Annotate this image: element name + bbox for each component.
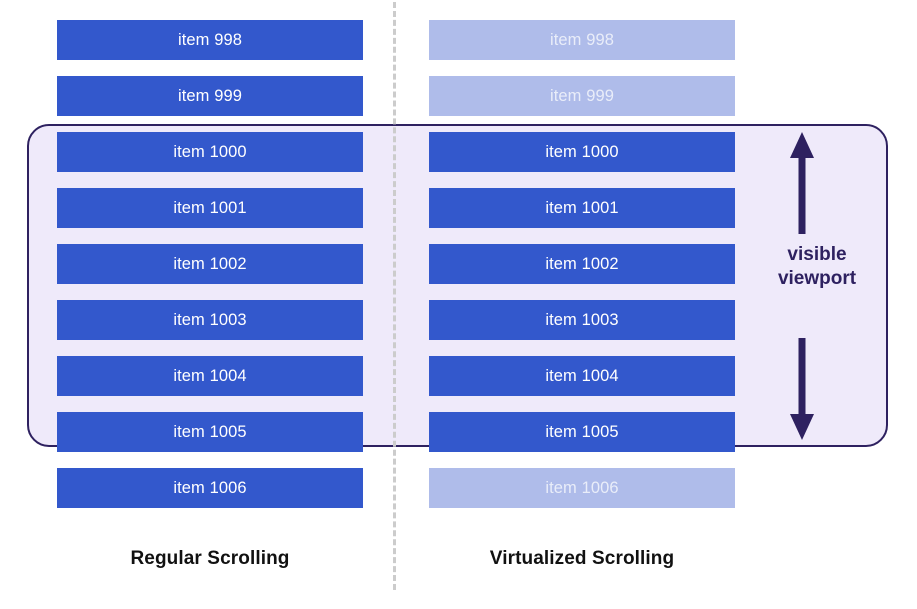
list-item[interactable]: item 1003 <box>429 300 735 340</box>
list-item[interactable]: item 1002 <box>57 244 363 284</box>
caption-regular-scrolling: Regular Scrolling <box>130 548 290 569</box>
list-item[interactable]: item 1002 <box>429 244 735 284</box>
double-headed-vertical-arrow-icon <box>790 132 814 440</box>
caption-virtualized-scrolling: Virtualized Scrolling <box>489 548 675 569</box>
list-item[interactable]: item 998 <box>57 20 363 60</box>
visible-viewport-annotation: visible viewport <box>760 130 870 442</box>
visible-viewport-label: visible viewport <box>777 244 857 290</box>
list-item[interactable]: item 1001 <box>429 188 735 228</box>
list-item[interactable]: item 1004 <box>57 356 363 396</box>
list-item[interactable]: item 1001 <box>57 188 363 228</box>
list-item[interactable]: item 1003 <box>57 300 363 340</box>
list-item[interactable]: item 1005 <box>429 412 735 452</box>
list-item[interactable]: item 1006 <box>57 468 363 508</box>
list-item[interactable]: item 1005 <box>57 412 363 452</box>
list-item[interactable]: item 1006 <box>429 468 735 508</box>
list-item[interactable]: item 999 <box>429 76 735 116</box>
list-item[interactable]: item 1000 <box>429 132 735 172</box>
vertical-dashed-divider-icon <box>393 2 396 590</box>
list-item[interactable]: item 1004 <box>429 356 735 396</box>
list-item[interactable]: item 999 <box>57 76 363 116</box>
list-item[interactable]: item 1000 <box>57 132 363 172</box>
list-item[interactable]: item 998 <box>429 20 735 60</box>
